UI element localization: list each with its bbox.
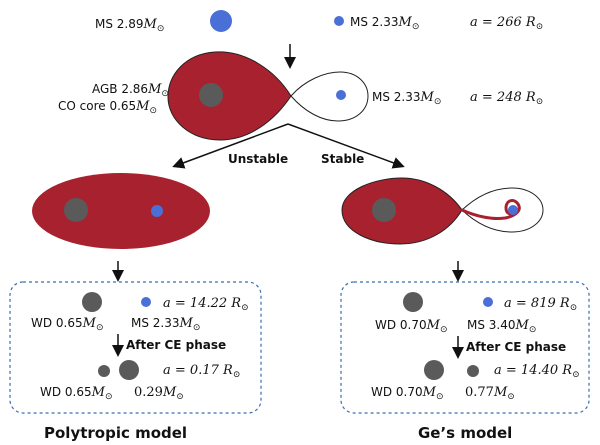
ce-ms-star xyxy=(151,205,163,217)
ge-box xyxy=(340,281,590,414)
stable-core xyxy=(372,198,396,222)
polytropic-box xyxy=(9,281,262,414)
poly-sep-1: a = 14.22 R⊙ xyxy=(163,296,249,313)
poly-ms-1 xyxy=(141,297,151,307)
stable-accretor-lobe xyxy=(461,187,544,233)
top-ms1-label: MS 2.89M⊙ xyxy=(95,17,164,34)
co-core xyxy=(199,83,223,107)
top-ms2-label: MS 2.33M⊙ xyxy=(350,15,419,32)
ge-companion-2 xyxy=(467,365,479,377)
polytropic-caption: Polytropic model xyxy=(44,424,187,442)
poly-wd-1 xyxy=(82,292,102,312)
agb-label: AGB 2.86M⊙ xyxy=(92,82,169,99)
accretion-stream xyxy=(460,199,521,220)
ge-caption: Ge’s model xyxy=(418,424,512,442)
top-separation: a = 266 R⊙ xyxy=(470,15,543,32)
ce-core xyxy=(64,198,88,222)
core-label: CO core 0.65M⊙ xyxy=(58,99,157,116)
ge-wd-2 xyxy=(424,360,444,380)
poly-wd-2 xyxy=(98,365,110,377)
ge-wd-1 xyxy=(403,292,423,312)
agb-roche-lobe xyxy=(167,51,292,141)
ge-sep-2: a = 14.40 R⊙ xyxy=(494,363,580,380)
ms-star-roche xyxy=(336,90,346,100)
unstable-label: Unstable xyxy=(228,152,288,166)
ge-wd-label-1: WD 0.70M⊙ xyxy=(375,318,448,335)
poly-ms-label-1: MS 2.33M⊙ xyxy=(131,316,200,333)
stable-ms-star xyxy=(508,205,518,215)
ms-roche-lobe xyxy=(290,71,369,122)
ge-m2-label: 0.77M⊙ xyxy=(465,385,515,402)
poly-wd-label-1: WD 0.65M⊙ xyxy=(31,316,104,333)
poly-phase-label: After CE phase xyxy=(126,338,226,352)
common-envelope xyxy=(32,173,210,249)
ge-ms-1 xyxy=(483,297,493,307)
ge-phase-label: After CE phase xyxy=(466,340,566,354)
ms-star-small xyxy=(334,16,344,26)
roche-separation: a = 248 R⊙ xyxy=(470,90,543,107)
ge-wd-label-2: WD 0.70M⊙ xyxy=(371,385,444,402)
ms-star-large xyxy=(210,10,232,32)
roche-ms-label: MS 2.33M⊙ xyxy=(372,90,441,107)
ge-sep-1: a = 819 R⊙ xyxy=(504,296,577,313)
arrow-stable xyxy=(287,123,405,169)
poly-sep-2: a = 0.17 R⊙ xyxy=(163,363,240,380)
stable-donor-lobe xyxy=(341,177,463,245)
arrow-unstable xyxy=(172,123,289,169)
poly-m2-label: 0.29M⊙ xyxy=(134,385,184,402)
stable-label: Stable xyxy=(321,152,364,166)
ge-ms-label-1: MS 3.40M⊙ xyxy=(467,318,536,335)
poly-wd-label-2: WD 0.65M⊙ xyxy=(40,385,113,402)
poly-companion-2 xyxy=(119,360,139,380)
